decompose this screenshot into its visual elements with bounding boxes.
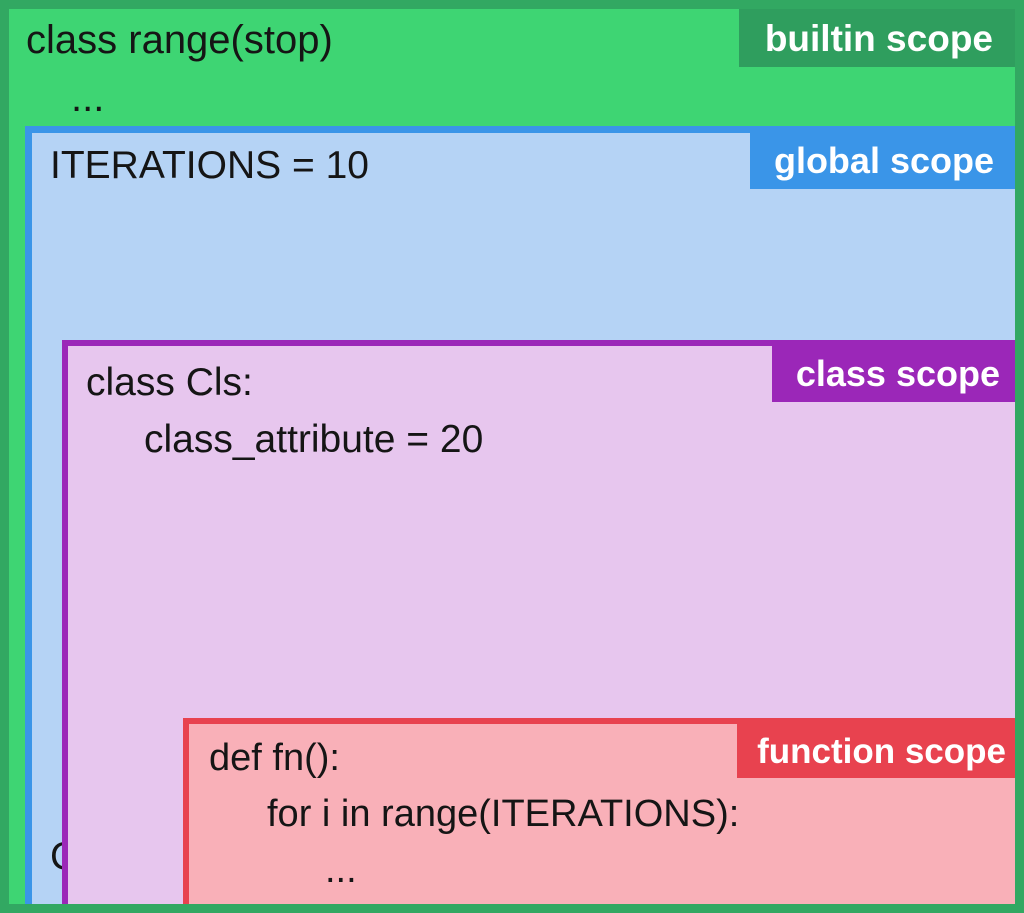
scope-box-class: class scope class Cls: class_attribute =… xyxy=(62,340,1015,904)
code-line-function-ellipsis: ... xyxy=(325,849,357,891)
code-line-class-def: class Cls: xyxy=(86,361,253,404)
code-line-builtin-class-range: class range(stop) xyxy=(26,18,333,62)
scope-label-function: function scope xyxy=(737,724,1015,778)
scope-label-class: class scope xyxy=(771,346,1015,402)
code-line-class-attribute: class_attribute = 20 xyxy=(144,418,484,461)
scope-box-global: global scope ITERATIONS = 10 Cls().fn() … xyxy=(25,126,1015,904)
code-line-function-def: def fn(): xyxy=(209,737,340,779)
scope-box-function: function scope def fn(): for i in range(… xyxy=(183,718,1015,904)
scope-label-builtin: builtin scope xyxy=(738,9,1015,67)
code-line-builtin-ellipsis: ... xyxy=(71,76,105,120)
scope-label-global: global scope xyxy=(749,133,1015,189)
code-line-function-for: for i in range(ITERATIONS): xyxy=(267,793,740,835)
code-line-global-iterations: ITERATIONS = 10 xyxy=(50,144,369,187)
